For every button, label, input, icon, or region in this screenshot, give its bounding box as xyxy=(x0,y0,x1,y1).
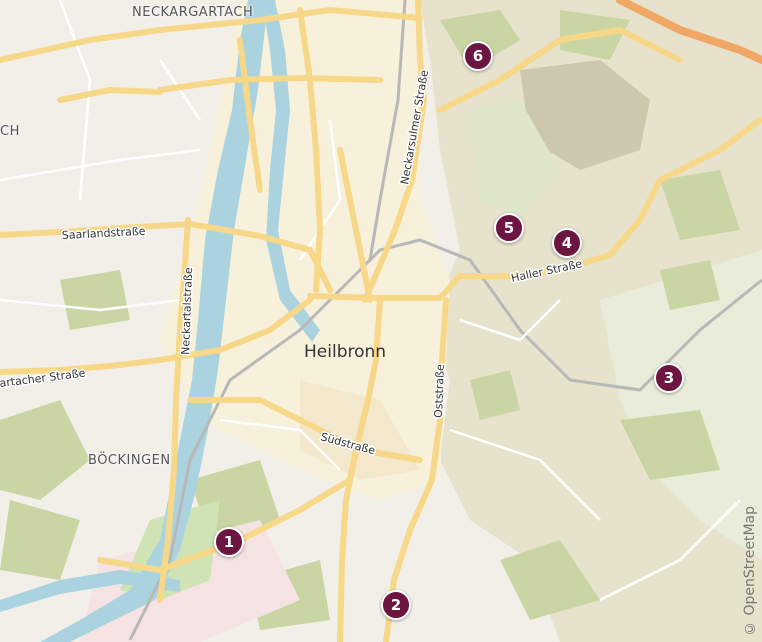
map-marker-2[interactable]: 2 xyxy=(381,590,411,620)
map-marker-1[interactable]: 1 xyxy=(214,527,244,557)
map-attribution[interactable]: © OpenStreetMap xyxy=(742,506,758,636)
place-label-partial: CH xyxy=(0,124,20,139)
open-land-east xyxy=(600,250,762,560)
hill-top xyxy=(520,60,650,170)
place-label-neckargartach: NECKARGARTACH xyxy=(132,5,254,20)
street-label-neckartal: Neckartalstraße xyxy=(179,267,195,355)
map-marker-5[interactable]: 5 xyxy=(494,213,524,243)
highway xyxy=(616,0,762,64)
park-area xyxy=(470,100,560,220)
map-marker-4[interactable]: 4 xyxy=(552,228,582,258)
place-label-heilbronn: Heilbronn xyxy=(304,342,387,362)
river-branch xyxy=(0,570,180,612)
street-label-ost: Oststraße xyxy=(432,364,447,418)
place-label-bockingen: BÖCKINGEN xyxy=(88,453,171,468)
railway xyxy=(128,238,762,641)
railway-north xyxy=(368,0,407,261)
map-marker-3[interactable]: 3 xyxy=(654,363,684,393)
street-label-saarland: Saarlandstraße xyxy=(61,225,146,242)
canal xyxy=(262,0,320,342)
map-marker-6[interactable]: 6 xyxy=(463,41,493,71)
